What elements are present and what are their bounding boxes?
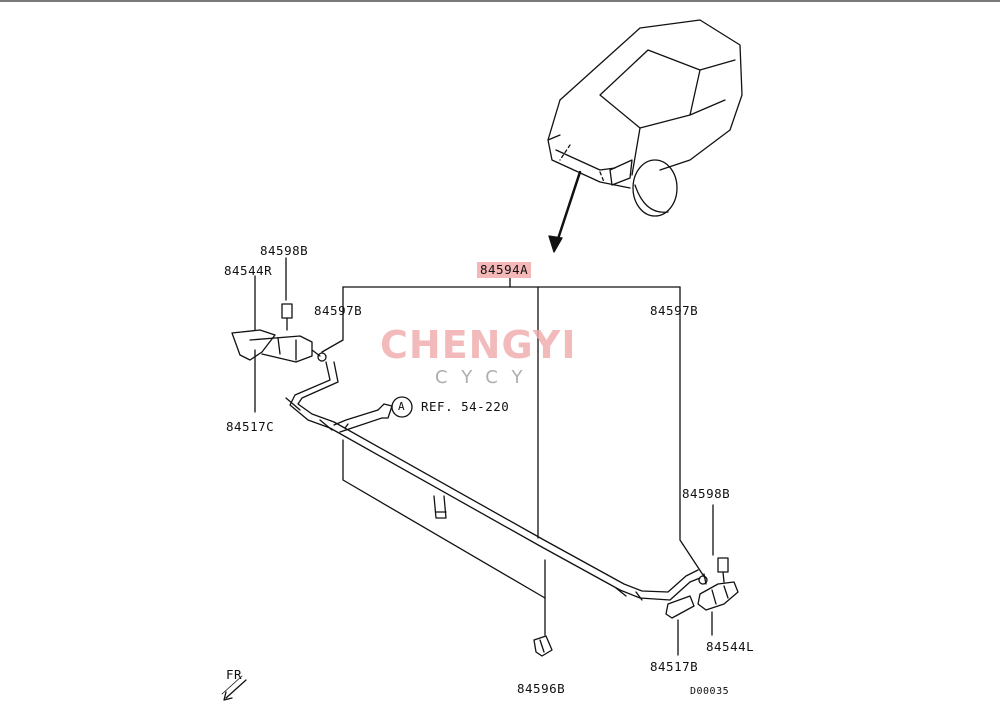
part-label-84598B-right: 84598B: [682, 486, 731, 501]
hose-clip: [433, 495, 447, 519]
part-label-84517B: 84517B: [650, 659, 699, 674]
callout-bracket: [342, 275, 706, 579]
part-label-84544R: 84544R: [224, 263, 273, 278]
top-border: [0, 0, 1000, 2]
branch-hose: [333, 403, 393, 433]
right-washer-nozzle: [665, 557, 739, 619]
part-label-84544L: 84544L: [706, 639, 755, 654]
pointer-arrow: [548, 170, 582, 253]
left-leaders: [254, 257, 344, 413]
reference-text: REF. 54-220: [421, 399, 510, 414]
lower-bracket: [342, 439, 546, 636]
lower-clip: [533, 635, 553, 657]
reference-circle: [391, 396, 413, 418]
left-washer-nozzle: [231, 303, 327, 363]
part-label-84594A: 84594A: [477, 262, 532, 278]
front-direction-label: FR: [226, 667, 243, 682]
washer-hose: [285, 361, 701, 601]
part-label-84597B-left: 84597B: [314, 303, 363, 318]
part-label-84598B-left: 84598B: [260, 243, 309, 258]
watermark-main: CHENGYI: [380, 323, 577, 367]
vehicle-outline: [547, 19, 743, 217]
reference-letter: A: [398, 400, 406, 413]
diagram-code: D00035: [690, 686, 730, 697]
part-label-84597B-right: 84597B: [650, 303, 699, 318]
right-leaders: [677, 504, 714, 656]
front-arrow: [221, 675, 247, 701]
part-label-84517C: 84517C: [226, 419, 275, 434]
part-label-84596B: 84596B: [517, 681, 566, 696]
watermark-sub: CYCY: [435, 367, 537, 388]
